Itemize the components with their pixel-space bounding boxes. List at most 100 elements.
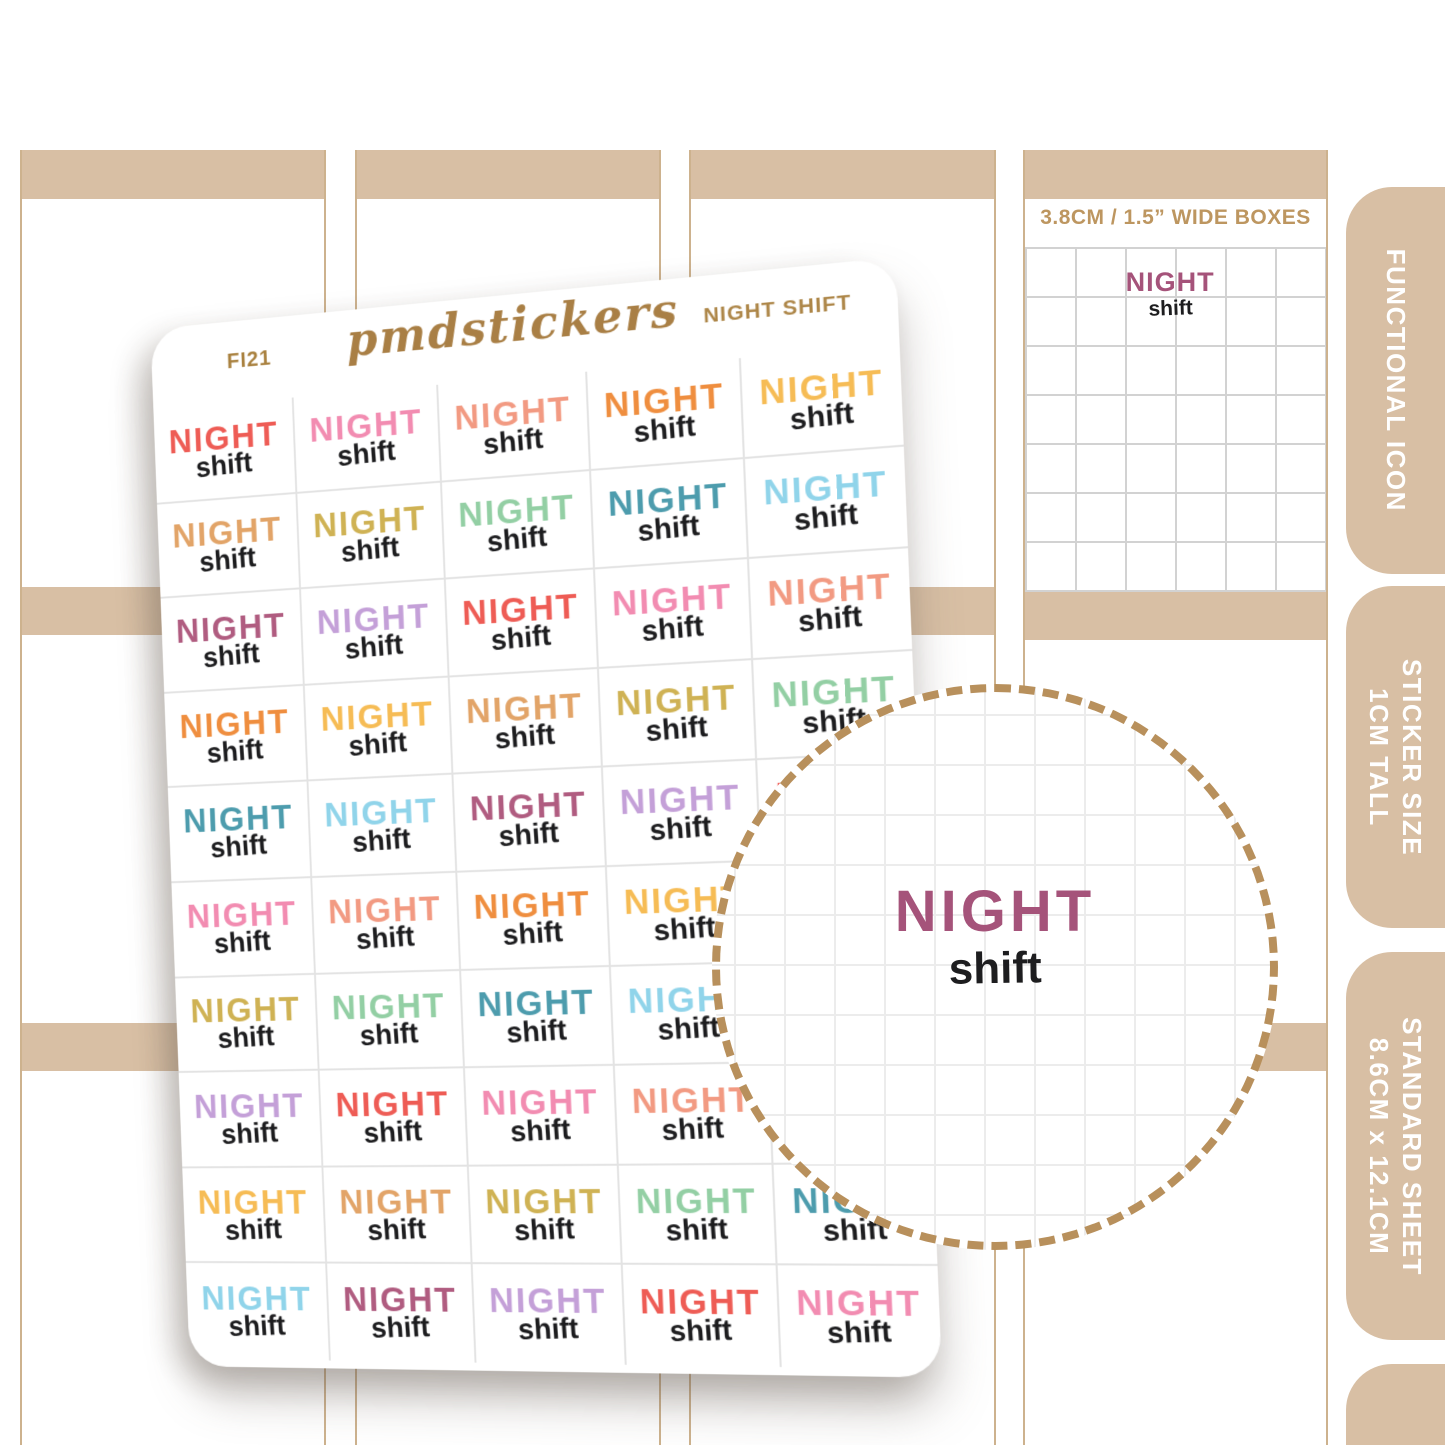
zoom-sticker-word-top: NIGHT (894, 879, 1096, 944)
sticker-word-shift: shift (486, 520, 549, 560)
sticker-word-shift: shift (789, 396, 856, 437)
tab-functional-icon-label: FUNCTIONAL ICON (1379, 249, 1412, 512)
sticker-word-shift: shift (347, 725, 409, 763)
sticker-word-shift: shift (213, 925, 273, 960)
tab-label-line: FUNCTIONAL ICON (1380, 248, 1411, 513)
sticker-word-shift: shift (355, 920, 417, 956)
sticker-word-shift: shift (501, 915, 565, 952)
tab-label-line: 1CM TALL (1364, 687, 1395, 827)
zoomed-sticker: NIGHT shift (894, 879, 1096, 994)
sticker-word-shift: shift (351, 823, 413, 860)
tab-standard-sheet: STANDARD SHEET 8.6CM x 12.1CM (1346, 952, 1445, 1340)
sticker-word-shift: shift (640, 609, 706, 649)
box-width-label: 3.8CM / 1.5” WIDE BOXES (1040, 206, 1311, 229)
sticker-word-shift: shift (228, 1310, 288, 1343)
sticker-word-shift: shift (359, 1017, 420, 1053)
sticker-word-shift: shift (505, 1014, 569, 1051)
planner-column-header-bar (357, 150, 659, 199)
sticker-word-shift: shift (217, 1021, 276, 1056)
sticker-word-shift: shift (513, 1212, 577, 1247)
tab-sticker-size: STICKER SIZE 1CM TALL (1346, 586, 1445, 928)
sticker-word-shift: shift (793, 498, 860, 538)
tab-label-line: STANDARD SHEET (1397, 1016, 1428, 1276)
planner-column-header-bar (1025, 150, 1326, 199)
sticker-word-shift: shift (826, 1315, 894, 1351)
sticker-word-shift: shift (344, 628, 405, 666)
zoom-sticker-word-bottom: shift (948, 943, 1042, 994)
sticker-word-shift: shift (664, 1212, 730, 1248)
sticker-word-shift: shift (644, 710, 710, 748)
planner-column-header-bar (691, 150, 994, 199)
planner-column-header-bar (22, 150, 324, 199)
sticker-word-shift: shift (517, 1312, 581, 1347)
planner-grid: NIGHT shift (1025, 247, 1326, 592)
sticker-word-shift: shift (660, 1111, 726, 1148)
sticker-word-shift: shift (482, 422, 545, 462)
tab-partial-bottom (1346, 1364, 1445, 1445)
night-shift-sticker-placed: NIGHT shift (1125, 267, 1215, 321)
sticker-word-shift: shift (336, 434, 398, 473)
sticker-word-shift: shift (497, 816, 561, 854)
tab-standard-sheet-label: STANDARD SHEET 8.6CM x 12.1CM (1363, 1017, 1428, 1276)
tab-sticker-size-label: STICKER SIZE 1CM TALL (1363, 658, 1428, 855)
sticker-word-shift: shift (195, 446, 254, 485)
sticker-word-shift: shift (198, 542, 258, 580)
sticker-word-shift: shift (652, 910, 718, 948)
sticker-word-shift: shift (220, 1117, 280, 1151)
sticker-word-shift: shift (490, 619, 553, 658)
sticker-word-shift: shift (797, 599, 864, 639)
sticker-word-night: NIGHT (1125, 267, 1215, 297)
tab-label-line: STICKER SIZE (1397, 658, 1428, 856)
sticker-word-shift: shift (202, 637, 262, 675)
sticker-word-shift: shift (632, 409, 698, 450)
sticker-word-shift: shift (370, 1311, 432, 1345)
sticker-word-shift: shift (668, 1314, 734, 1349)
planner-column-divider-bar (1025, 592, 1326, 640)
sticker-word-shift: shift (494, 718, 557, 756)
sticker-word-shift: shift (1147, 296, 1193, 321)
tab-label-line: 8.6CM x 12.1CM (1364, 1037, 1395, 1255)
sticker-word-shift: shift (509, 1113, 573, 1149)
sticker-word-shift: shift (362, 1115, 424, 1150)
sticker-word-shift: shift (209, 829, 269, 865)
sticker-word-shift: shift (224, 1213, 284, 1247)
sticker-word-shift: shift (656, 1011, 722, 1048)
